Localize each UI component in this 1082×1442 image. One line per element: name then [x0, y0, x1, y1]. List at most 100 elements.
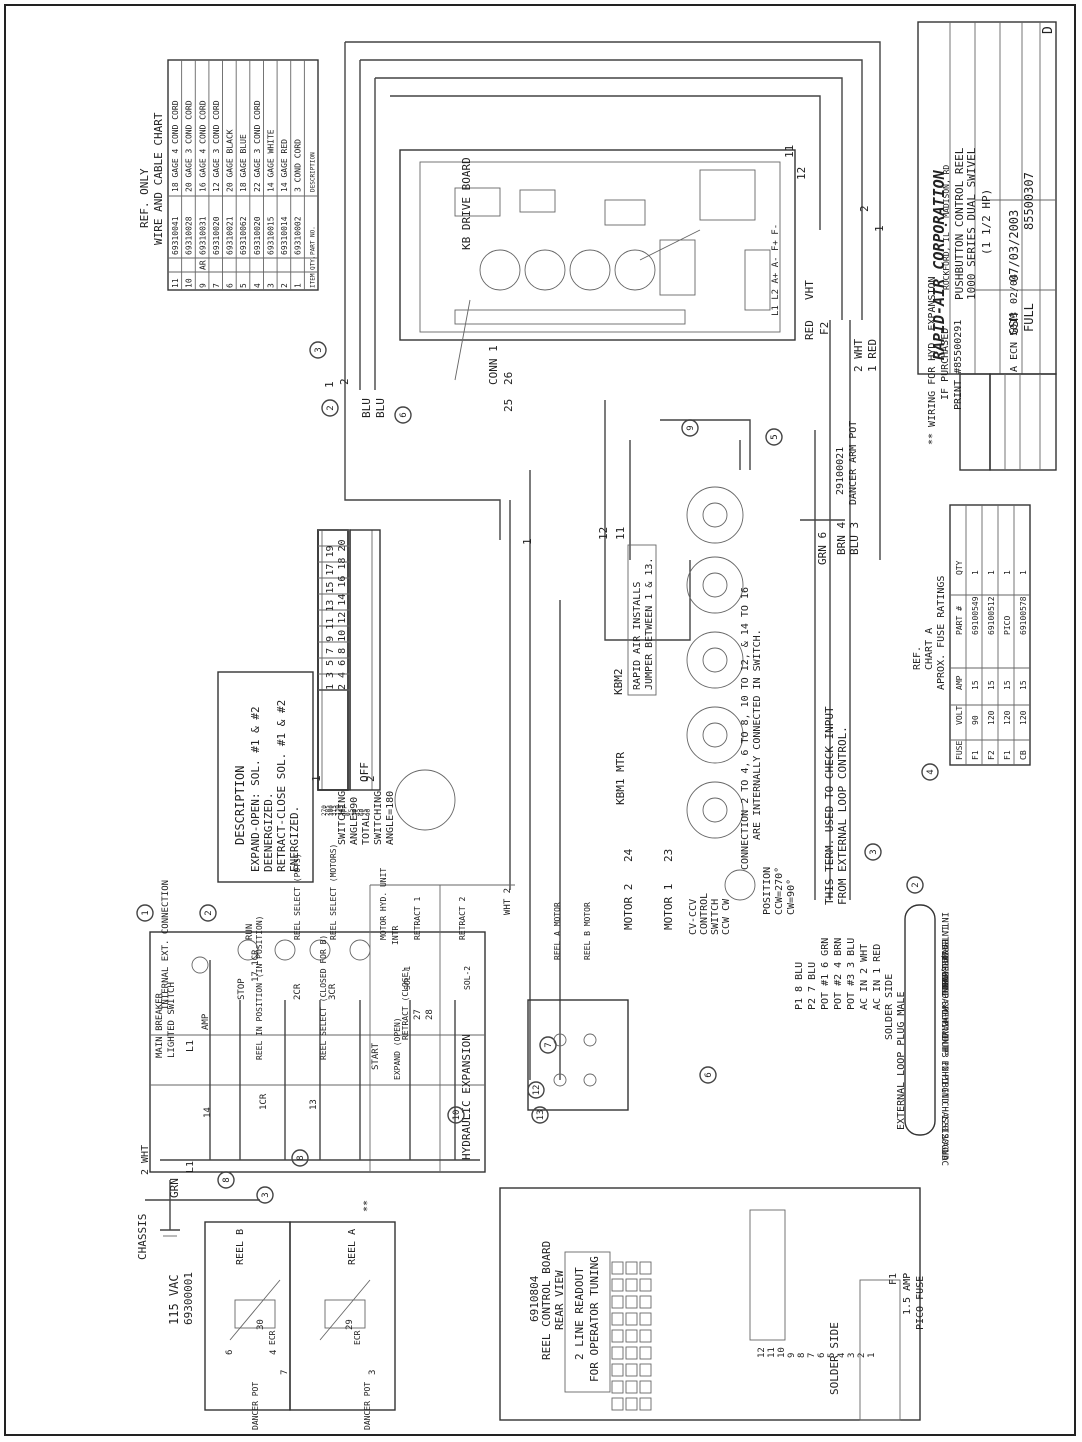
fuse-chart-cell: 15: [1019, 680, 1028, 690]
pot-wire-entry: POT #2 4 BRN: [833, 938, 844, 1010]
fuse-chart-header: PART #: [955, 606, 964, 635]
main-breaker-label: MAIN BREAKER: [155, 992, 165, 1058]
balloon-circle: [291, 1149, 309, 1167]
switch-angle: 30: [352, 808, 359, 816]
board-fuse-2: PICO FUSE: [915, 1276, 926, 1330]
balloon-circle: [864, 843, 882, 861]
reel-select-closed-label: REEL SELECT (CLOSED FOR B): [319, 935, 328, 1060]
wire-23: 23: [662, 849, 675, 862]
position-label-2: CCW=270°: [774, 867, 785, 915]
description-box: DESCRIPTION EXPAND-OPEN: SOL. #1 & #2 DE…: [217, 671, 314, 883]
fuse-chart-header: QTY: [955, 560, 964, 575]
description-line2: DEENERGIZED.: [262, 793, 275, 872]
fuse-chart-cell: 120: [987, 710, 996, 725]
wire-chart-item: 1: [294, 283, 303, 288]
kb-terminals: L1 L2 A+ A- F+ F-: [771, 224, 781, 316]
wire-chart-title-2: WIRE AND CABLE CHART: [152, 112, 165, 245]
retract2-label: RETRACT 2: [458, 896, 467, 940]
fuse-chart-cell: PICO: [1003, 616, 1012, 635]
ecn-date: 02/04: [1009, 274, 1020, 304]
wire-24: 24: [622, 848, 635, 862]
wire-chart-desc: 22 GAGE 3 COND CORD: [253, 100, 262, 192]
position-label-3: CW=90°: [786, 879, 797, 915]
balloon-circle: [447, 1106, 465, 1124]
external-loop-plug: SOLDER SIDE EXTERNAL LOOP PLUG MALE INT.…: [884, 904, 949, 1166]
board-part: 6910804: [528, 1275, 541, 1322]
rotary-switches: KBM2 RAPID AIR INSTALLS JUMPER BETWEEN 1…: [597, 486, 797, 935]
wire-chart-header-qty: QTY.: [309, 256, 316, 270]
balloon-circle: [906, 876, 924, 894]
reel-b-motor-label: REEL B MOTOR: [583, 902, 592, 960]
wire-chart-item: 9: [198, 283, 207, 288]
plug-signal: CHASSIS GND: [939, 1101, 949, 1161]
retract-close-label: RETRACT (CLOSE): [401, 968, 410, 1040]
balloon-number: 6: [704, 1072, 714, 1077]
balloon-number: 1: [141, 910, 151, 915]
wire-num-2: 2: [338, 378, 351, 385]
plug-signal: JOG ADJ: [939, 953, 949, 991]
wire-chart-desc: 14 GAGE WHITE: [266, 129, 275, 192]
reel-select-motors-label: REEL SELECT (MOTORS): [329, 844, 338, 940]
wire-chart-item: 7: [212, 283, 221, 288]
dancer-grn: GRN 6: [816, 532, 829, 565]
relay-2cr-label: 2CR: [293, 983, 303, 1000]
connection-note-2: ARE INTERNALLY CONNECTED IN SWITCH.: [752, 629, 763, 840]
fuse-chart-cell: 120: [1003, 710, 1012, 725]
company-address: ROCKFORD, IL • MADISON, RD: [942, 165, 951, 290]
switch-angle: 60: [358, 808, 365, 816]
description-line-2: 1000 SERIES DUAL SWIVEL: [965, 147, 978, 300]
board-terminal: 5: [827, 1353, 837, 1358]
cw-label-4: CCW CW: [721, 898, 732, 935]
wire-chart-header-part: PART NO.: [309, 226, 316, 255]
fuse-chart-cell: F1: [971, 750, 980, 760]
wire-chart-desc: 14 GAGE RED: [280, 139, 289, 192]
wire-chart-desc: 12 GAGE 3 COND CORD: [212, 100, 221, 192]
wire-chart-desc: 16 GAGE 4 COND CORD: [198, 100, 207, 192]
balloon-circle: [681, 419, 699, 437]
switch-angle: 0: [345, 812, 352, 816]
balloon-number: 3: [314, 347, 324, 352]
cw-label-1: CV-CCV: [688, 899, 699, 935]
board-terminal: 7: [807, 1353, 817, 1358]
switch-contacts-odd: 1 3 5 7 9 11 13 15 17 19: [325, 546, 336, 691]
internal-ext-label: INTERNAL EXT. CONNECTION: [161, 880, 171, 1010]
balloon-circle: [309, 341, 327, 359]
jumper-note-2: JUMPER BETWEEN 1 & 13.: [644, 558, 655, 690]
switching-line-4: SWITCHING: [373, 791, 384, 845]
dancer-blu: BLU 3: [848, 522, 861, 555]
fuse-chart-cell: CB: [1019, 750, 1028, 760]
balloon-circle: [531, 1106, 549, 1124]
switch-angle: OFF: [341, 805, 348, 816]
wire-chart-header-item: ITEM: [309, 273, 316, 288]
switch-pos-2: 2: [364, 775, 377, 782]
wire-chart-part: 69310021: [226, 216, 235, 255]
hyd-stars: **: [362, 1200, 373, 1212]
fuse-chart-cell: 1: [1019, 570, 1028, 575]
reel-select-pots-label: REEL SELECT (POTS): [293, 853, 302, 940]
fuse-chart-title-1: REF.: [912, 646, 923, 670]
fuse-chart-cell: 15: [971, 680, 980, 690]
pot-wire-6: 6: [225, 1350, 235, 1355]
wire-num-2b: 2: [858, 205, 871, 212]
balloon-number: 3: [869, 849, 879, 854]
balloon-circle: [527, 1081, 545, 1099]
board-terminal: 4: [837, 1353, 847, 1358]
wire-chart-part: 69310015: [266, 216, 275, 255]
balloon-number: 2: [326, 405, 336, 410]
balloon-circle: [539, 1036, 557, 1054]
switch-angle: 45: [355, 808, 362, 816]
wire-chart-item: 6: [226, 283, 235, 288]
wire-27-label: 27: [413, 1009, 423, 1020]
intr-label: INTR: [391, 926, 400, 945]
fuse-chart-header: VOLT: [955, 706, 964, 725]
connection-note-1: CONNECTION 2 TO 4, 6 TO 8, 10 TO 12, & 1…: [740, 587, 751, 870]
balloon-number: 4: [926, 769, 936, 774]
dancer-label: DANCER ARM POT: [848, 421, 859, 505]
plug-signal: REWIND: [939, 1007, 949, 1040]
plug-signal: 120 VAC: [939, 1128, 949, 1166]
relay-contacts: [527, 999, 629, 1111]
wire-chart-item: 4: [253, 283, 262, 288]
plug-signal: PAYOUT: [939, 1020, 949, 1053]
kbm2-label: KBM2: [612, 669, 625, 696]
fuse-chart-cell: 15: [987, 680, 996, 690]
